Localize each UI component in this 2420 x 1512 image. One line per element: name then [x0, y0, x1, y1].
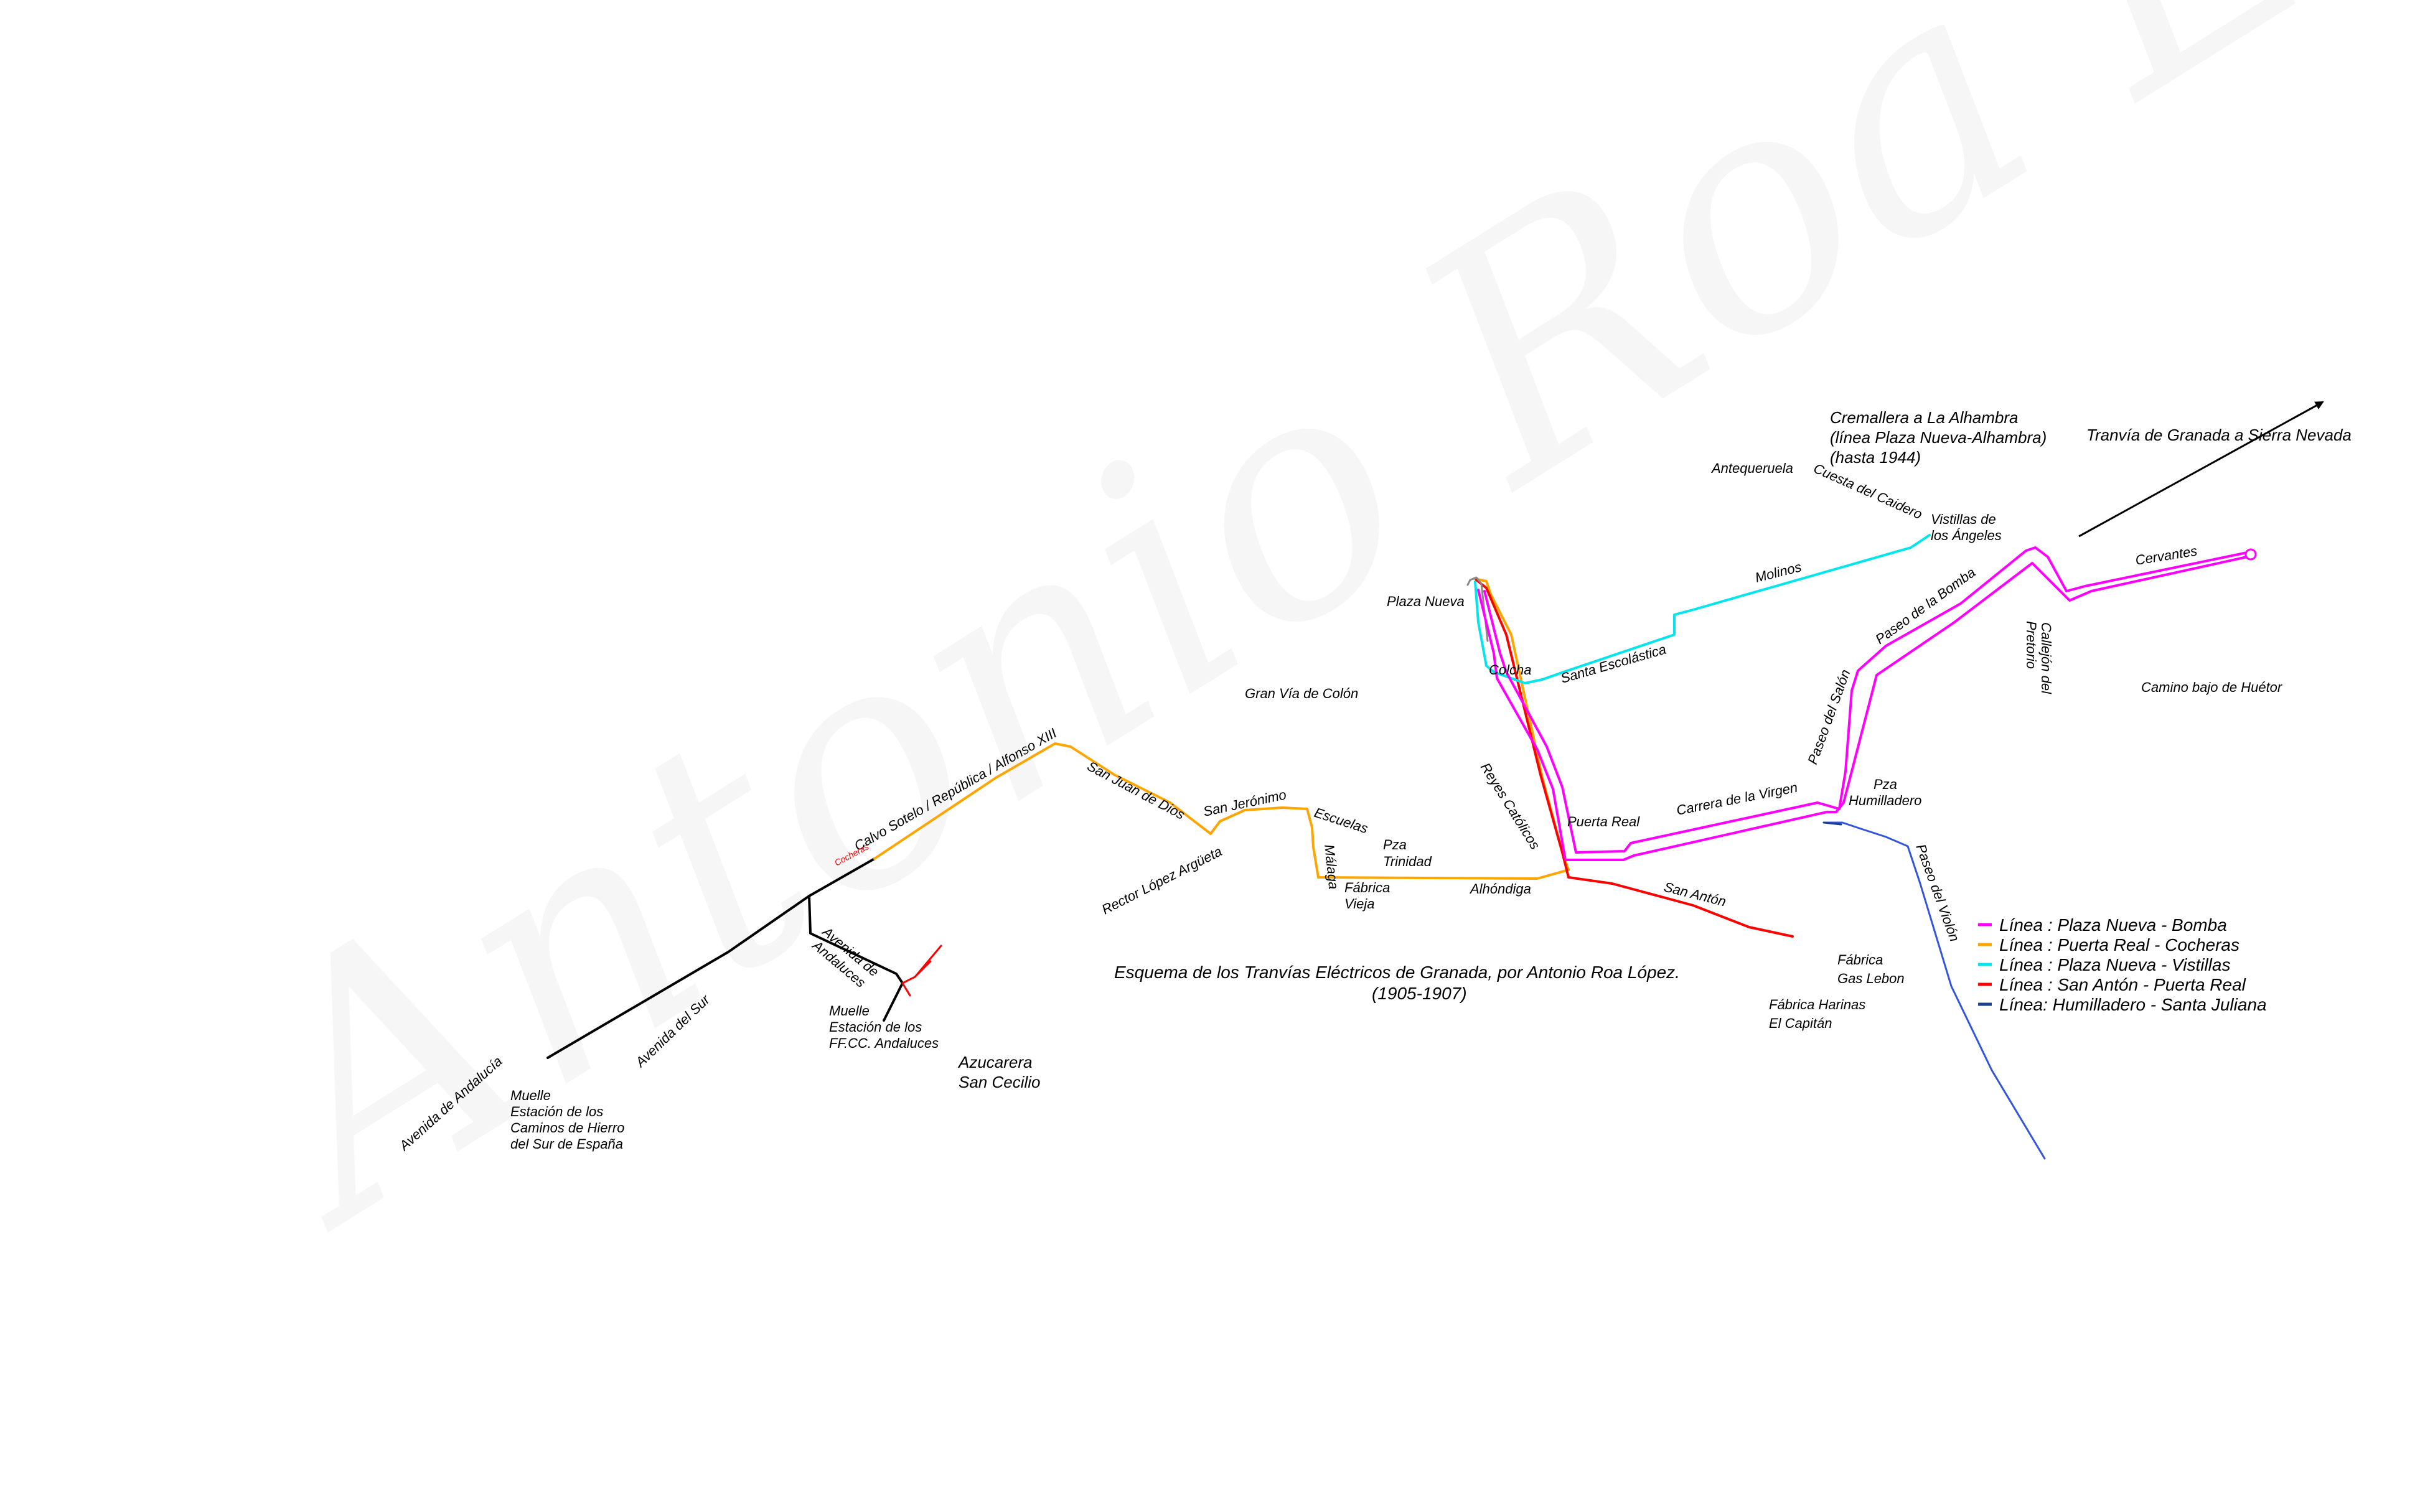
label-callejon-2: Pretorio: [2024, 621, 2039, 669]
legend-item: Línea : Plaza Nueva - Vistillas: [1978, 955, 2230, 974]
andaluces-station-branch: [901, 945, 942, 997]
label-gas-lebon-1: Fábrica: [1837, 952, 1883, 968]
label-harinas-1: Fábrica Harinas: [1769, 997, 1865, 1012]
label-carrera-virgen: Carrera de la Virgen: [1675, 780, 1799, 818]
legend: Línea : Plaza Nueva - Bomba Línea : Puer…: [1978, 915, 2267, 1014]
map-title: Esquema de los Tranvías Eléctricos de Gr…: [1114, 963, 1680, 982]
legend-label: Línea : Plaza Nueva - Vistillas: [1999, 955, 2230, 974]
label-alhondiga: Alhóndiga: [1469, 881, 1531, 897]
route-puerta-real-cocheras: [873, 577, 1570, 880]
route-humilladero-santa-juliana: [1822, 821, 2046, 1160]
watermark: Antonio Roa López: [168, 0, 2420, 1298]
label-harinas-2: El Capitán: [1769, 1015, 1832, 1031]
label-muelle-sur-2: Estación de los: [510, 1104, 603, 1119]
label-cremallera-3: (hasta 1944): [1830, 448, 1921, 467]
legend-item: Línea: Humilladero - Santa Juliana: [1978, 995, 2267, 1014]
legend-item: Línea : Puerta Real - Cocheras: [1978, 935, 2239, 954]
cervantes-terminal-loop: [2244, 548, 2257, 561]
label-azucarera-2: San Cecilio: [959, 1073, 1041, 1091]
label-paseo-bomba: Paseo de la Bomba: [1872, 564, 1978, 647]
label-pza-humilladero-2: Humilladero: [1849, 793, 1921, 808]
label-escuelas: Escuelas: [1312, 805, 1370, 836]
label-camino-huetor: Camino bajo de Huétor: [2141, 679, 2283, 695]
legend-item: Línea : Plaza Nueva - Bomba: [1978, 915, 2227, 935]
label-muelle-andaluces-1: Muelle: [829, 1003, 870, 1019]
map-subtitle: (1905-1907): [1372, 984, 1467, 1003]
plaza-nueva-loop: [1466, 576, 1489, 642]
legend-label: Línea : Plaza Nueva - Bomba: [1999, 915, 2227, 935]
avenida-sur-line: [546, 857, 876, 1059]
label-gran-via: Gran Vía de Colón: [1245, 686, 1358, 701]
legend-label: Línea: Humilladero - Santa Juliana: [1999, 995, 2267, 1014]
route-plaza-nueva-bomba-b: [1477, 556, 2248, 861]
label-pza-humilladero-1: Pza: [1874, 777, 1897, 792]
label-vistillas-2: los Ángeles: [1931, 528, 2002, 543]
legend-label: Línea : San Antón - Puerta Real: [1999, 975, 2246, 994]
label-rector: Rector López Argüeta: [1099, 843, 1224, 917]
label-fabrica-vieja-2: Vieja: [1344, 896, 1375, 912]
route-san-anton-puerta-real: [1475, 579, 1794, 938]
label-antequeruela: Antequeruela: [1710, 460, 1793, 476]
label-muelle-sur-4: del Sur de España: [510, 1136, 623, 1152]
route-plaza-nueva-bomba-a: [1483, 546, 2248, 854]
label-azucarera-1: Azucarera: [957, 1053, 1033, 1071]
label-fabrica-vieja-1: Fábrica: [1344, 880, 1390, 895]
label-santa-escolastica: Santa Escolástica: [1559, 642, 1667, 686]
label-paseo-violon: Paseo del Violón: [1913, 842, 1963, 943]
label-plaza-nueva: Plaza Nueva: [1387, 594, 1465, 609]
label-cuesta-caidero: Cuesta del Caidero: [1811, 460, 1925, 522]
legend-item: Línea : San Antón - Puerta Real: [1978, 975, 2246, 994]
label-gas-lebon-2: Gas Lebon: [1837, 971, 1905, 986]
label-colcha: Colcha: [1489, 662, 1531, 678]
label-muelle-andaluces-2: Estación de los: [829, 1019, 922, 1035]
label-reyes-catolicos: Reyes Católicos: [1478, 760, 1543, 852]
label-callejon-1: Callejón del: [2038, 622, 2054, 694]
other-routes: [546, 857, 904, 1059]
label-pza-trinidad-1: Pza: [1383, 837, 1407, 852]
label-muelle-sur-1: Muelle: [510, 1088, 551, 1103]
humilladero-stub: [1822, 821, 1842, 826]
label-muelle-sur-3: Caminos de Hierro: [510, 1120, 624, 1136]
label-san-jeronimo: San Jerónimo: [1202, 786, 1288, 819]
label-pza-trinidad-2: Trinidad: [1383, 854, 1432, 869]
avenida-andaluces-line: [808, 895, 904, 1022]
label-vistillas-1: Vistillas de: [1931, 511, 1996, 527]
label-puerta-real: Puerta Real: [1567, 814, 1640, 829]
label-malaga: Málaga: [1321, 844, 1341, 890]
label-cremallera-2: (línea Plaza Nueva-Alhambra): [1830, 428, 2047, 447]
label-muelle-andaluces-3: FF.CC. Andaluces: [829, 1035, 939, 1051]
legend-label: Línea : Puerta Real - Cocheras: [1999, 935, 2239, 954]
sierra-nevada-arrow-icon: [2078, 401, 2324, 538]
label-sierra-nevada: Tranvía de Granada a Sierra Nevada: [2086, 426, 2352, 444]
route-plaza-nueva-vistillas: [1474, 534, 1931, 684]
label-cremallera-1: Cremallera a La Alhambra: [1830, 408, 2019, 427]
